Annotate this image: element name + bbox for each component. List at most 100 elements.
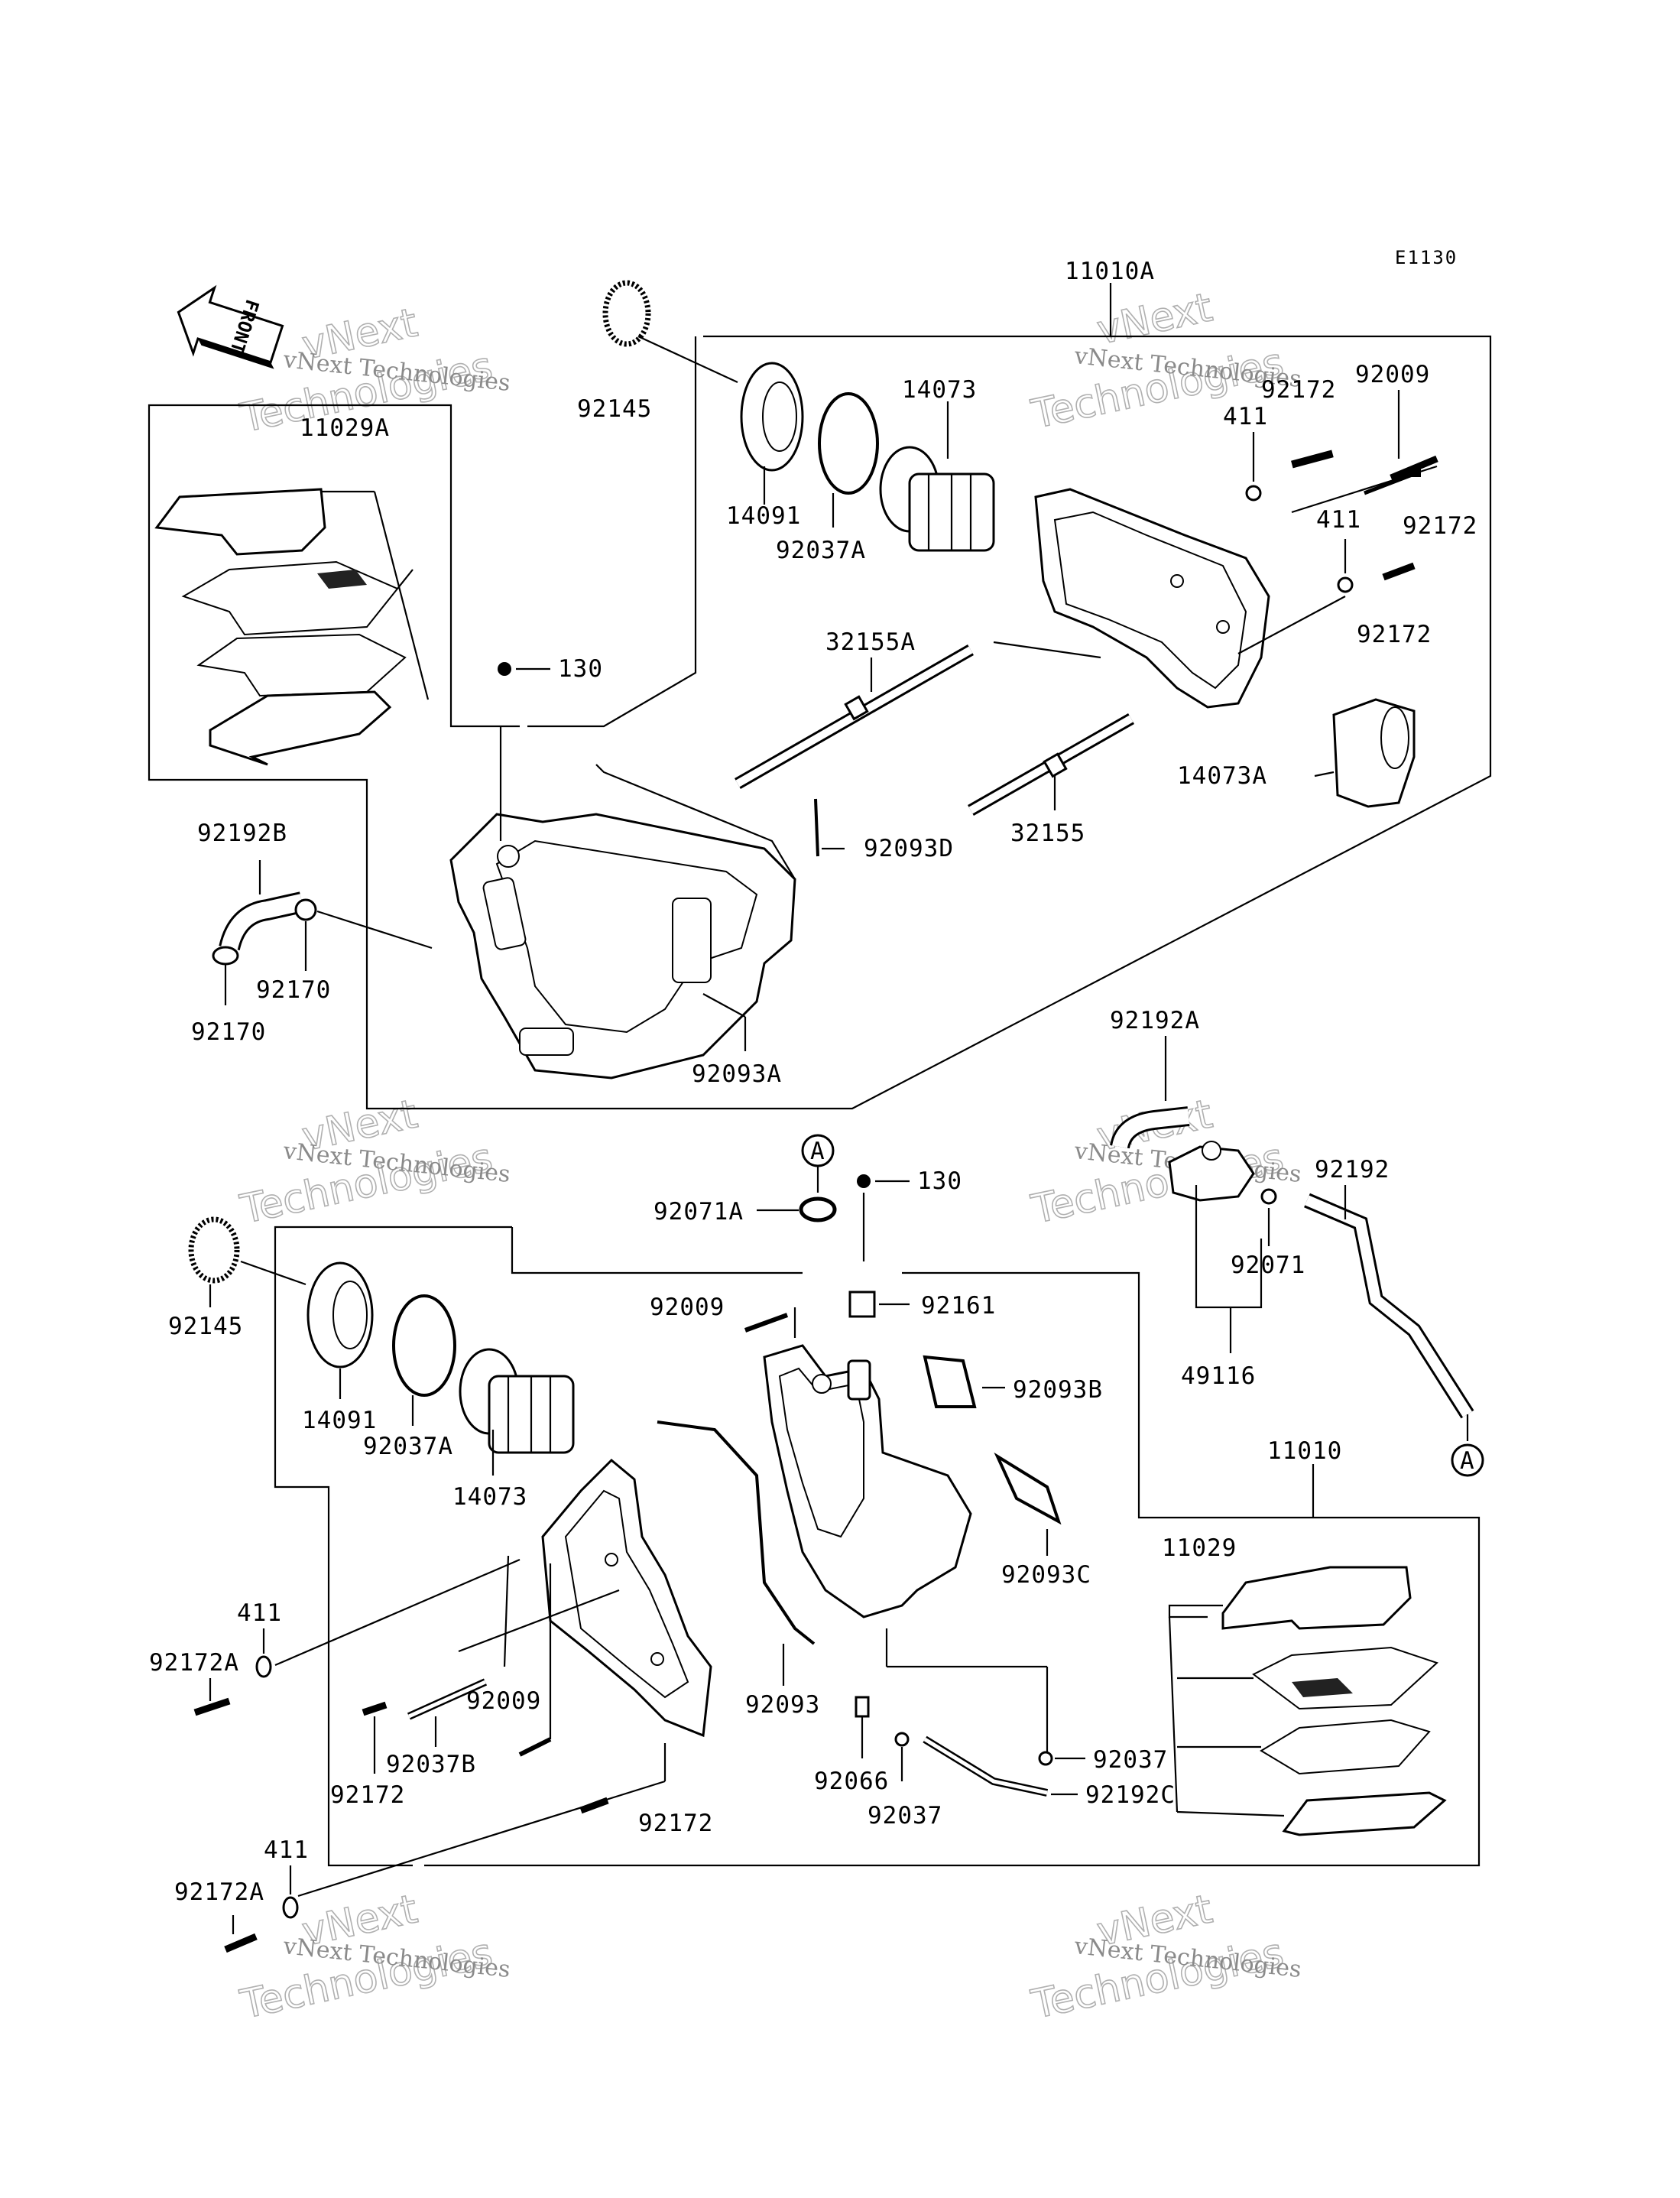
ring-14091-bottom bbox=[306, 1261, 374, 1399]
callout-letter: A bbox=[1460, 1447, 1475, 1475]
housing-cover-bottom bbox=[541, 1458, 712, 1738]
label-92170-a: 92170 bbox=[256, 976, 331, 1004]
bolt-92172-c bbox=[1382, 562, 1416, 581]
ring-14091-top bbox=[740, 362, 804, 505]
label-14073-bottom: 14073 bbox=[452, 1483, 527, 1511]
label-32155A: 32155A bbox=[825, 628, 916, 656]
callout-circle-top: A bbox=[801, 1134, 835, 1193]
grommet-92071A bbox=[757, 1196, 837, 1222]
gasket-92093C bbox=[994, 1452, 1062, 1556]
label-92172-a: 92172 bbox=[1261, 376, 1336, 404]
label-11010: 11010 bbox=[1267, 1437, 1342, 1465]
gasket-92093 bbox=[657, 1420, 816, 1686]
housing-main-bottom bbox=[763, 1344, 1049, 1755]
hose-92192C bbox=[923, 1735, 1078, 1797]
clip-92093D bbox=[814, 798, 845, 857]
label-92037A-top: 92037A bbox=[776, 537, 866, 564]
label-92071A: 92071A bbox=[654, 1198, 744, 1226]
label-411-d: 411 bbox=[264, 1836, 309, 1864]
label-130-top: 130 bbox=[558, 655, 603, 683]
label-14091-bottom: 14091 bbox=[302, 1407, 377, 1434]
valve-49116 bbox=[1168, 1141, 1263, 1353]
funnel-14073-bottom bbox=[459, 1348, 575, 1476]
label-92093B: 92093B bbox=[1013, 1376, 1103, 1404]
hose-92192 bbox=[1304, 1185, 1474, 1441]
label-92172A-a: 92172A bbox=[149, 1649, 239, 1677]
funnel-14073-top bbox=[879, 401, 995, 552]
label-92192C: 92192C bbox=[1085, 1781, 1176, 1809]
label-32155: 32155 bbox=[1010, 820, 1085, 847]
label-92145-top: 92145 bbox=[577, 395, 652, 423]
label-130-bot: 130 bbox=[917, 1167, 962, 1195]
clip-92037-a bbox=[1038, 1751, 1085, 1766]
label-92172A-b: 92172A bbox=[174, 1878, 264, 1906]
fitting-92066 bbox=[855, 1696, 870, 1758]
pin-92037B bbox=[407, 1589, 620, 1747]
watermark-bottom-right: vNext Technologies vNext Technologies bbox=[1026, 1886, 1302, 2029]
spring-92145-top bbox=[602, 280, 738, 383]
label-92037-a: 92037 bbox=[1093, 1746, 1168, 1774]
label-92172-b: 92172 bbox=[1403, 512, 1477, 540]
block-92161 bbox=[848, 1291, 910, 1318]
label-411-a: 411 bbox=[1223, 403, 1268, 430]
callout-letter: A bbox=[810, 1138, 825, 1165]
pipe-32155A bbox=[735, 644, 974, 789]
bolt-92172A-a bbox=[193, 1678, 231, 1716]
label-14073A: 14073A bbox=[1177, 762, 1267, 790]
bolt-92172-a bbox=[1291, 450, 1334, 469]
label-92172-c: 92172 bbox=[1357, 621, 1432, 648]
label-92161: 92161 bbox=[921, 1292, 996, 1320]
callout-circle-right: A bbox=[1451, 1443, 1484, 1477]
element-filter-11029A bbox=[154, 488, 430, 766]
label-92093: 92093 bbox=[745, 1691, 820, 1719]
label-92066: 92066 bbox=[814, 1768, 889, 1795]
bolt-92172-e bbox=[297, 1743, 666, 1898]
clamp-92037A-bottom bbox=[392, 1294, 456, 1426]
washer-92071 bbox=[1260, 1188, 1277, 1246]
bolt-92172-b bbox=[1291, 455, 1438, 514]
spring-92145-bottom bbox=[188, 1216, 306, 1307]
label-92093D: 92093D bbox=[864, 835, 954, 862]
watermark-mid-left: vNext Technologies vNext Technologies bbox=[235, 1091, 511, 1234]
bolt-92172-d bbox=[362, 1701, 388, 1774]
assembly-11010-bracket bbox=[274, 1226, 1481, 1867]
washer-411-c bbox=[255, 1558, 521, 1678]
bolt-130-bot bbox=[857, 1174, 910, 1261]
label-11029: 11029 bbox=[1162, 1534, 1237, 1562]
clamp-92170-a bbox=[294, 898, 433, 971]
label-92009-bottom: 92009 bbox=[466, 1687, 541, 1715]
pipe-32155 bbox=[968, 713, 1134, 816]
bolt-130-top bbox=[498, 662, 550, 676]
label-14091-top: 14091 bbox=[726, 502, 801, 530]
label-92192: 92192 bbox=[1315, 1156, 1390, 1183]
label-92037B: 92037B bbox=[386, 1751, 476, 1778]
label-92009-mid: 92009 bbox=[650, 1294, 725, 1321]
hose-92192A bbox=[1110, 1036, 1190, 1150]
clip-92037-b bbox=[894, 1732, 910, 1781]
washer-411-a bbox=[1245, 432, 1262, 502]
label-92145-bottom: 92145 bbox=[168, 1313, 243, 1340]
front-arrow-icon: FRONT bbox=[177, 284, 284, 369]
label-92093A: 92093A bbox=[692, 1060, 782, 1088]
bolt-92009-mid bbox=[744, 1307, 796, 1338]
label-92192B: 92192B bbox=[197, 820, 287, 847]
bolt-92009-bottom bbox=[503, 1555, 552, 1757]
part-labels: 11010A 92145 14091 92037A 14073 92172 92… bbox=[149, 258, 1477, 1906]
bolt-92172A-b bbox=[224, 1915, 258, 1953]
label-92172-e: 92172 bbox=[638, 1810, 713, 1837]
washer-411-b bbox=[1237, 539, 1354, 654]
label-92071: 92071 bbox=[1231, 1252, 1305, 1279]
label-92009-top: 92009 bbox=[1355, 361, 1430, 388]
diagram-code: E1130 bbox=[1395, 247, 1458, 268]
housing-cover-top bbox=[993, 488, 1270, 709]
gasket-92093B bbox=[923, 1355, 1005, 1408]
label-411-b: 411 bbox=[1316, 506, 1361, 534]
hose-92192B bbox=[219, 860, 305, 951]
label-49116: 49116 bbox=[1181, 1362, 1256, 1390]
label-14073-top: 14073 bbox=[902, 376, 977, 404]
label-11029A: 11029A bbox=[300, 414, 390, 442]
duct-14073A bbox=[1314, 698, 1416, 808]
clamp-92037A-top bbox=[818, 392, 879, 528]
label-92170-b: 92170 bbox=[191, 1018, 266, 1046]
